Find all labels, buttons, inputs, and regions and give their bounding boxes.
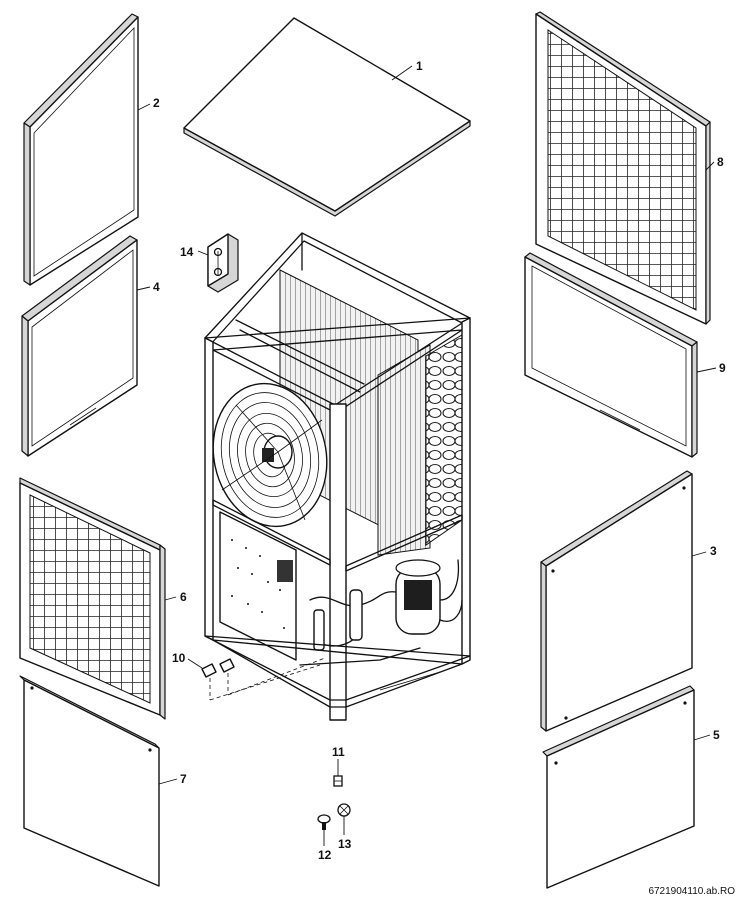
callout-label-9: 9	[719, 361, 726, 375]
callout-label-12: 12	[318, 848, 332, 862]
callout-label-10: 10	[172, 651, 186, 665]
unit-frame	[204, 232, 471, 721]
left-bottom-panel	[19, 675, 160, 887]
left-grille-panel	[19, 477, 166, 720]
callout-label-14: 14	[180, 245, 194, 259]
washer	[337, 803, 351, 817]
leader-lines	[136, 65, 717, 846]
right-grille-panel	[535, 11, 711, 325]
callout-label-13: 13	[338, 837, 352, 851]
callout-label-4: 4	[153, 280, 160, 294]
small-clip	[333, 775, 343, 787]
document-id: 6721904110.ab.RO	[648, 886, 735, 897]
top-cover-panel	[183, 17, 471, 217]
right-upper-side-panel	[540, 470, 693, 732]
callout-label-2: 2	[153, 96, 160, 110]
callout-label-1: 1	[416, 59, 423, 73]
callout-label-5: 5	[713, 728, 720, 742]
callout-label-11: 11	[332, 745, 345, 759]
left-middle-side-panel	[21, 235, 138, 457]
right-middle-side-panel	[524, 252, 698, 458]
screw	[317, 814, 331, 830]
callout-label-6: 6	[180, 590, 187, 604]
feet-clips	[201, 657, 326, 701]
callout-label-7: 7	[180, 772, 187, 786]
right-lower-side-panel	[542, 685, 695, 889]
mounting-bracket	[207, 233, 239, 293]
left-upper-side-panel	[23, 13, 139, 286]
callout-label-8: 8	[717, 155, 724, 169]
callout-label-3: 3	[710, 544, 717, 558]
